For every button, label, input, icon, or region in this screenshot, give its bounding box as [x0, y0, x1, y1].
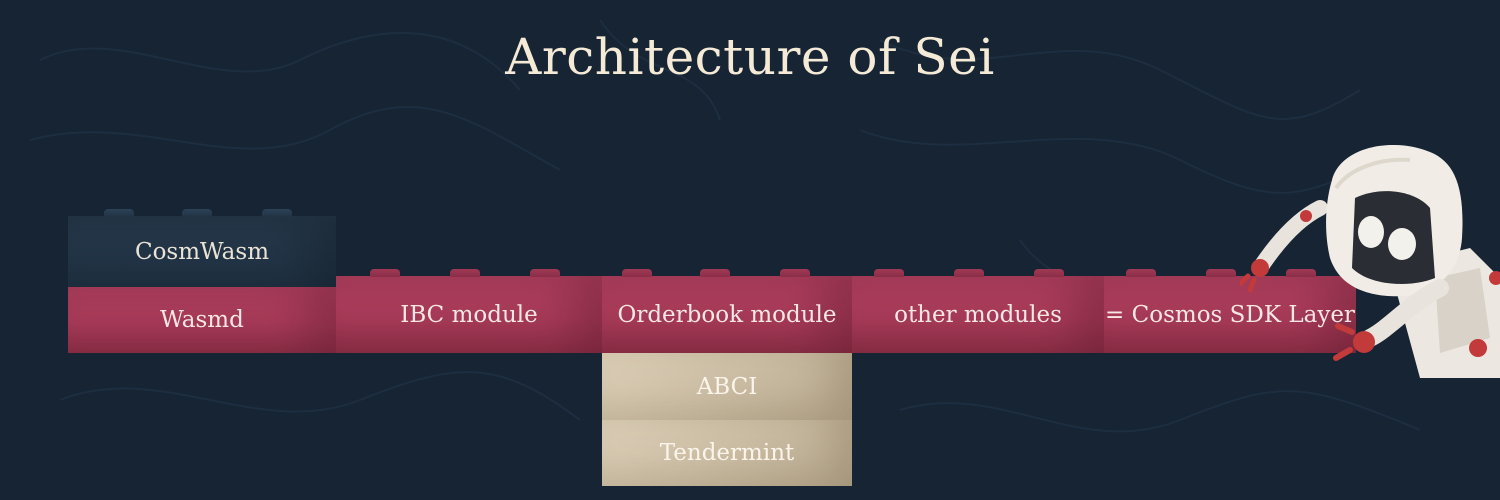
abci-label: ABCI	[696, 373, 758, 400]
cosmos-sdk-layer-label: = Cosmos SDK Layer	[1105, 301, 1355, 328]
brick-stud	[780, 269, 810, 277]
brick-stud	[1286, 269, 1316, 277]
brick-stud	[1206, 269, 1236, 277]
brick-studs	[336, 269, 602, 277]
tendermint-label: Tendermint	[659, 440, 795, 466]
ibc-module-label: IBC module	[400, 301, 538, 328]
brick-stud	[874, 269, 904, 277]
wasmd-block: Wasmd	[68, 287, 336, 353]
brick-studs	[602, 269, 852, 277]
brick-stud	[262, 209, 292, 217]
brick-stud	[700, 269, 730, 277]
cosmos-sdk-layer-block: = Cosmos SDK Layer	[1104, 269, 1356, 353]
brick-stud	[450, 269, 480, 277]
brick-studs	[1104, 269, 1356, 277]
ibc-module-block: IBC module	[336, 269, 602, 353]
tendermint-block: Tendermint	[602, 420, 852, 486]
brick-stud	[104, 209, 134, 217]
brick-stud	[622, 269, 652, 277]
page-title: Architecture of Sei	[505, 28, 995, 86]
brick-stud	[182, 209, 212, 217]
brick-stud	[530, 269, 560, 277]
wasmd-label: Wasmd	[160, 307, 244, 333]
other-modules-block: other modules	[852, 269, 1104, 353]
robot-mascot-icon	[1240, 144, 1500, 378]
brick-stud	[954, 269, 984, 277]
abci-block: ABCI	[602, 353, 852, 420]
cosmwasm-label: CosmWasm	[134, 239, 270, 265]
orderbook-module-block: Orderbook module	[602, 269, 852, 353]
brick-studs	[852, 269, 1104, 277]
other-modules-label: other modules	[894, 301, 1062, 328]
brick-studs	[68, 209, 336, 217]
orderbook-module-label: Orderbook module	[617, 301, 837, 328]
cosmwasm-block: CosmWasm	[68, 209, 336, 288]
brick-stud	[370, 269, 400, 277]
brick-stud	[1126, 269, 1156, 277]
brick-stud	[1034, 269, 1064, 277]
